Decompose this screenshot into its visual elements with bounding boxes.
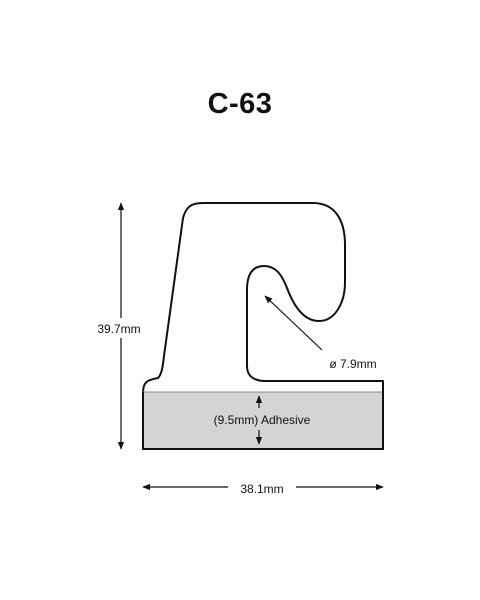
width-dimension-label: 38.1mm [240, 482, 283, 496]
height-label-backdrop [90, 318, 150, 338]
adhesive-border [142, 381, 384, 450]
hang-tab-outline [142, 202, 384, 450]
adhesive-label: (9.5mm) Adhesive [214, 413, 311, 427]
width-label-backdrop [228, 479, 296, 497]
height-dimension-label: 39.7mm [97, 322, 140, 336]
hole-diameter-leader [264, 295, 323, 351]
adhesive-strip [143, 392, 383, 449]
hole-diameter-label: ø 7.9mm [329, 357, 376, 371]
part-number-title: C-63 [207, 88, 273, 120]
